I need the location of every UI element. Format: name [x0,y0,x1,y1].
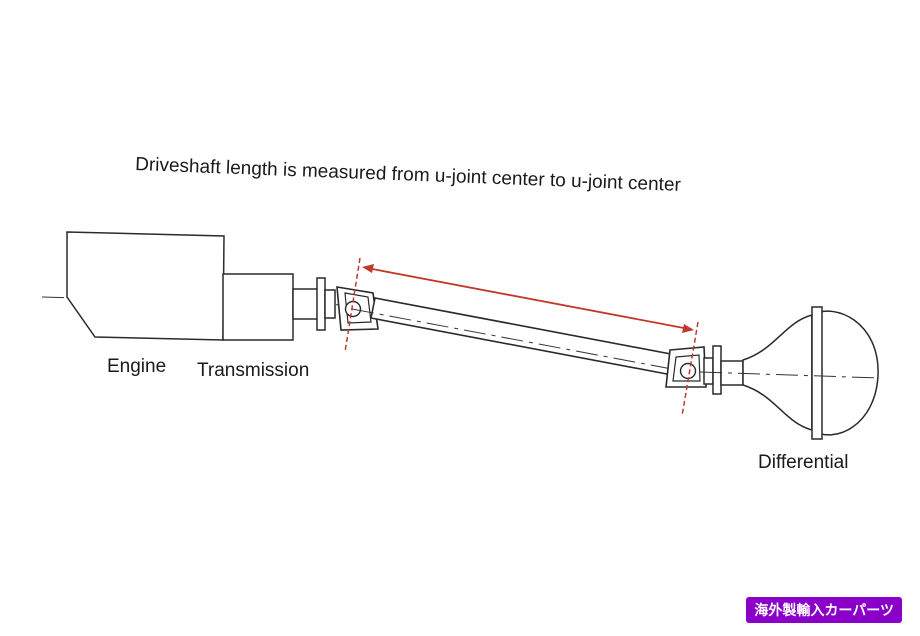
driveshaft-tube [370,297,677,376]
front-yoke-stub [324,289,336,319]
engine-block [66,231,225,341]
rear-u-joint [665,346,707,388]
engine-label: Engine [107,356,166,377]
transmission-label: Transmission [197,360,309,381]
transmission-case [222,273,294,341]
transmission-output-shaft [292,288,319,320]
differential-housing [742,306,879,440]
length-measurement [344,257,699,417]
measurement-line [366,267,690,330]
rear-arrowhead [682,324,694,333]
shop-badge: 海外製輸入カーパーツ [746,597,902,623]
driveshaft-centerline [351,308,689,373]
front-u-joint [336,286,379,331]
rear-flange [712,345,722,395]
diagram-title: Driveshaft length is measured from u-joi… [135,154,682,196]
rear-yoke-stub [703,357,714,385]
differential-cover-flange [811,306,823,440]
front-flange [316,277,326,331]
front-arrowhead [362,264,374,273]
differential-label: Differential [758,452,848,473]
differential-centerline [699,371,881,379]
